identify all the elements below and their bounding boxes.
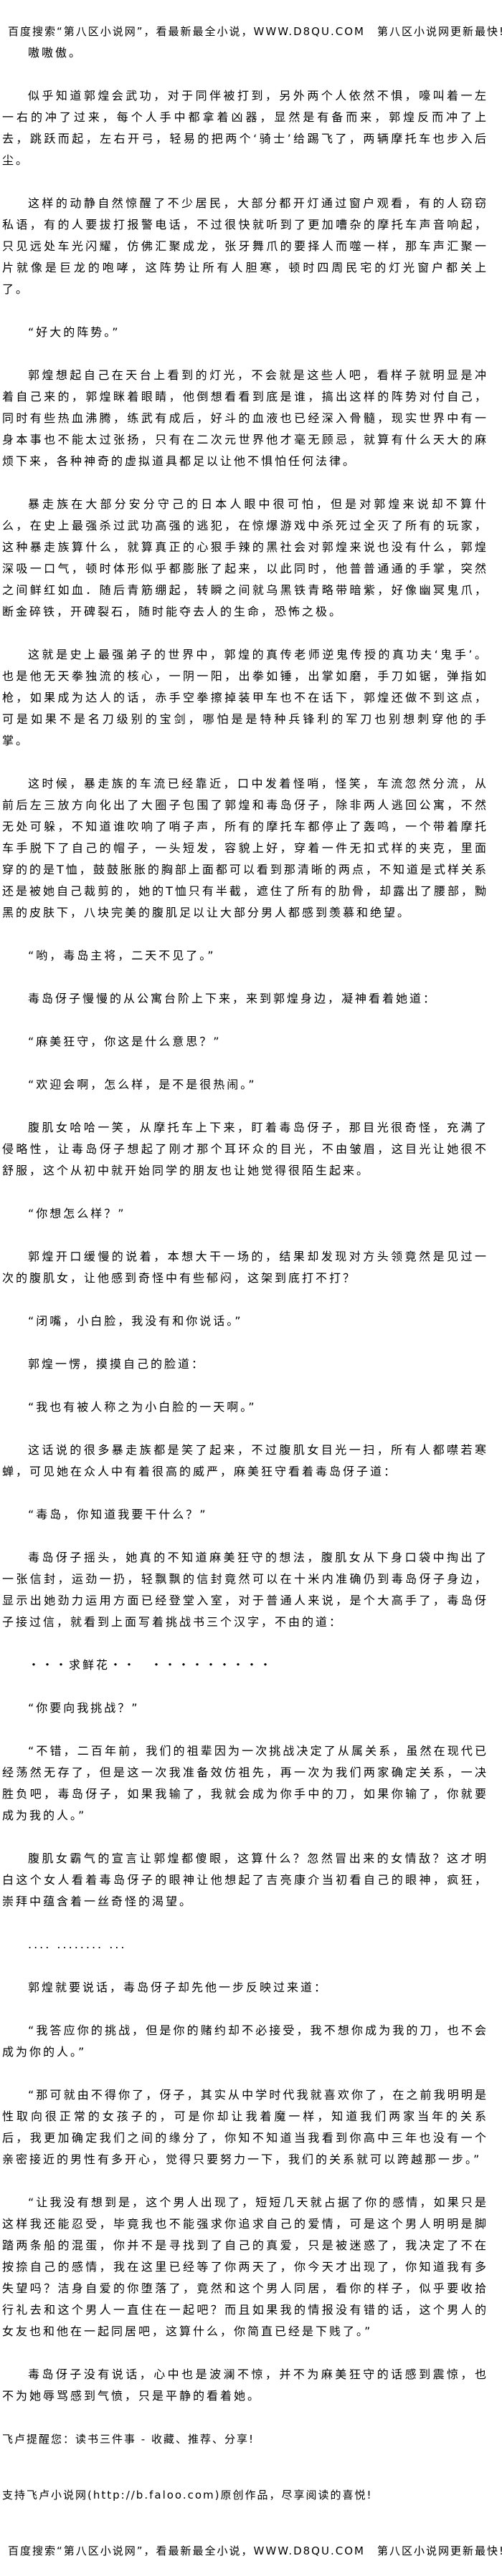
paragraph: “麻美狂守，你这是什么意思？” [28,1035,222,1048]
paragraph: “让我没有想到是，这个男人出现了，短短几天就占据了你的感情，如果只是这样我还能忍… [2,2196,488,2338]
paragraph: 郭煌想起自己在天台上看到的灯光，不会就是这些人吧，看样子就明显是冲着自己来的，郭… [2,368,488,468]
paragraph: ・・・求鲜花・・ ・・・・・・・・・ [28,1658,274,1672]
paragraph: 腹肌女哈哈一笑，从摩托车上下来，盯着毒岛伢子，那目光很奇怪，充满了侵略性，让毒岛… [2,1121,488,1177]
site-banner-bottom: 百度搜索“第八区小说网”，看最新最全小说，WWW.D8QU.COM 第八区小说网… [8,2544,502,2557]
page-footer: 飞卢提醒您：读书三件事 - 收藏、推荐、分享! 支持飞卢小说网(http://b… [2,2428,502,2562]
paragraph: 毒岛伢子慢慢的从公寓台阶上下来，来到郭煌身边，凝神看着她道： [28,992,437,1005]
paragraph: 似乎知道郭煌会武功，对于同伴被打到，另外两个人依然不惧，嚎叫着一左一右的冲了过来… [2,89,488,167]
paragraph: “我答应你的挑战，但是你的赌约却不必接受，我不想你成为我的刀，也不会成为你的人。… [2,2024,488,2059]
paragraph: 郭煌开口缓慢的说着，本想大干一场的，结果却发现对方头领竟然是见过一次的腹肌女，让… [2,1250,488,1285]
paragraph: 这就是史上最强弟子的世界中，郭煌的真传老师逆鬼传授的真功夫‘鬼手’。也是他无天拳… [2,648,488,747]
paragraph: “闭嘴，小白脸，我没有和你说话。” [28,1314,243,1328]
paragraph: “欢迎会啊，怎么样，是不是很热闹。” [28,1078,257,1091]
paragraph: .... ........ ... [28,1938,127,1951]
paragraph: “不错，二百年前，我们的祖辈因为一次挑战决定了从属关系，虽然在现代已经荡然无存了… [2,1744,488,1822]
paragraph: “那可就由不得你了，伢子，其实从中学时代我就喜欢你了，在之前我明明是性取向很正常… [2,2088,488,2166]
paragraph: “好大的阵势。” [28,325,120,339]
paragraph: 这时候，暴走族的车流已经靠近，口中发着怪哨，怪笑，车流忽然分流，从前后左三放方向… [2,777,488,919]
paragraph: 暴走族在大部分安分守己的日本人眼中很可怕，但是对郭煌来说却不算什么，在史上最强杀… [2,497,488,618]
paragraph: 郭煌就要说话，毒岛伢子却先他一步反映过来道： [28,1981,328,1994]
site-banner-top: 百度搜索“第八区小说网”，看最新最全小说，WWW.D8QU.COM 第八区小说网… [8,25,502,38]
paragraph: 毒岛伢子没有说话，心中也是波澜不惊，并不为麻美狂守的话感到震惊，也不为她辱骂感到… [2,2367,488,2403]
paragraph: “哟，毒岛主将，二天不见了。” [28,949,216,962]
paragraph: “我也有被人称之为小白脸的一天啊。” [28,1400,257,1414]
reading-reminder: 飞卢提醒您：读书三件事 - 收藏、推荐、分享! [2,2433,255,2446]
paragraph: “你要向我挑战？” [28,1701,140,1715]
paragraph: 腹肌女霸气的宣言让郭煌都傻眼，这算什么？忽然冒出来的女情敌？这才明白这个女人看着… [2,1852,488,1908]
paragraph: 嗷嗷傲。 [28,46,83,59]
paragraph: “毒岛，你知道我要干什么？” [28,1508,208,1521]
paragraph: 这话说的很多暴走族都是笑了起来，不过腹肌女目光一扫，所有人都噤若寒蝉，可见她在众… [2,1443,488,1478]
paragraph: 毒岛伢子摇头，她真的不知道麻美狂守的想法，腹肌女从下身口袋中掏出了一张信封，运劲… [2,1551,488,1629]
paragraph: “你想怎么样？” [28,1207,126,1220]
paragraph: 郭煌一愣，摸摸自己的脸道： [28,1357,206,1371]
support-notice: 支持飞卢小说网(http://b.faloo.com)原创作品，尽享阅读的喜悦! [2,2489,373,2501]
chapter-body: 嗷嗷傲。似乎知道郭煌会武功，对于同伴被打到，另外两个人依然不惧，嚎叫着一左一右的… [2,42,488,2407]
paragraph: 这样的动静自然惊醒了不少居民，大部分都开灯通过窗户观看，有的人窃窃私语，有的人要… [2,196,488,296]
